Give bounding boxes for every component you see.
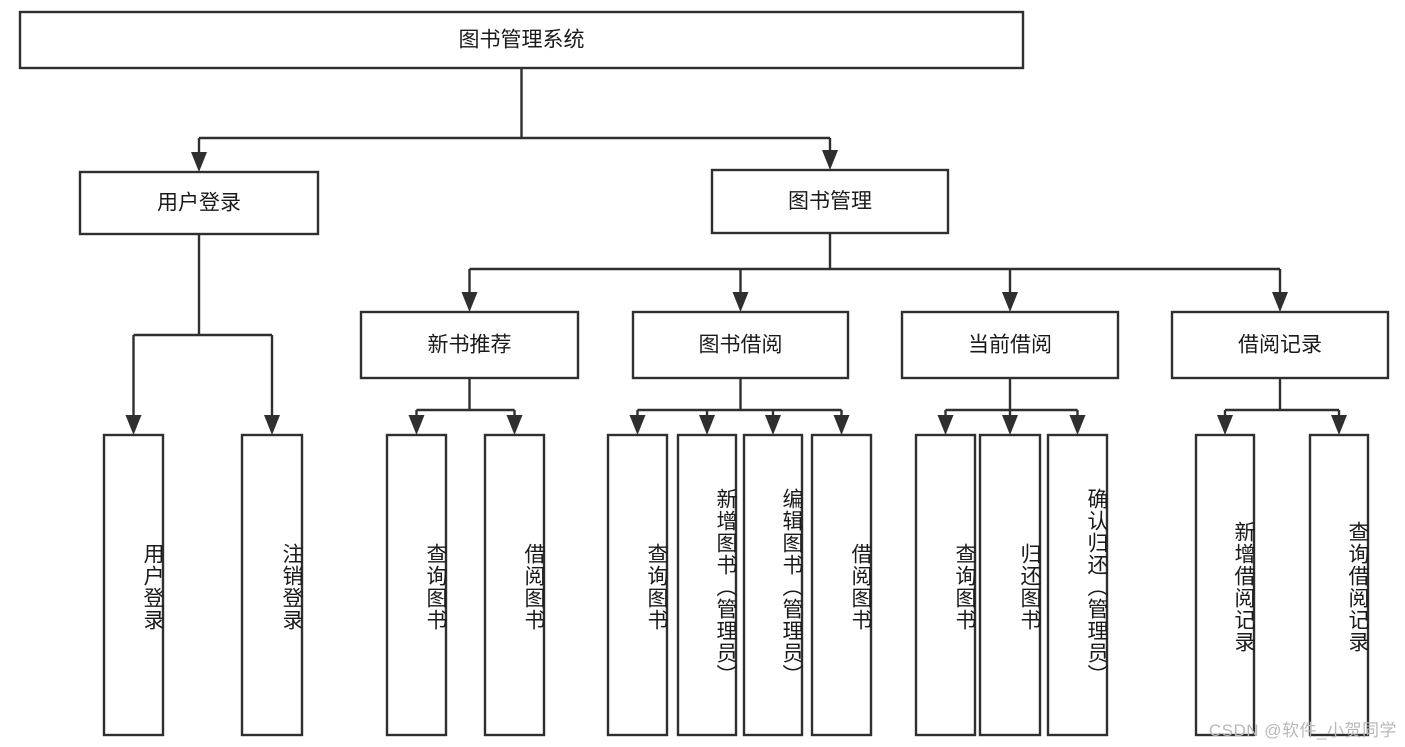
leaf-node-box[interactable] [483, 433, 546, 737]
arrow-to-level3 [461, 292, 478, 312]
level3-node-box[interactable] [1170, 310, 1390, 380]
level3-node-box[interactable] [631, 310, 850, 380]
leaf-node-box[interactable] [914, 433, 977, 737]
leaf-node-box[interactable] [385, 433, 448, 737]
arrow-to-leaf [1217, 415, 1233, 435]
leaf-node-box[interactable] [606, 433, 669, 737]
leaf-node-box[interactable] [1308, 433, 1370, 737]
arrow-to-leaf [765, 415, 781, 435]
arrow-to-leaf [629, 415, 646, 435]
connector-layer [125, 68, 1347, 435]
arrow-to-leaf [699, 415, 715, 435]
node-label: 用户登录 [157, 192, 241, 215]
leaf-node-box[interactable] [676, 433, 738, 737]
arrow-to-leaf [264, 415, 280, 435]
arrow-to-leaf [833, 415, 850, 435]
leaf-node-box[interactable] [742, 433, 804, 737]
arrow-to-leaf [506, 415, 523, 435]
csdn-watermark: CSDN @软件_小贺同学 [1208, 721, 1397, 740]
arrow-to-leaf [937, 415, 954, 435]
node-label: 当前借阅 [968, 334, 1052, 357]
arrow-to-level2 [822, 150, 838, 170]
root-node-box[interactable] [18, 10, 1025, 70]
arrow-to-leaf [125, 415, 142, 435]
arrow-to-leaf [1331, 415, 1347, 435]
leaf-node-box[interactable] [1194, 433, 1256, 737]
level2-node-box[interactable] [78, 170, 320, 236]
node-label: 新书推荐 [428, 334, 512, 357]
leaf-node-box[interactable] [978, 433, 1042, 737]
node-label: 借阅记录 [1238, 334, 1322, 357]
level2-node-box[interactable] [710, 168, 950, 235]
leaf-node-box[interactable] [1046, 433, 1109, 737]
arrow-to-leaf [1069, 415, 1086, 435]
arrow-to-level2 [191, 152, 207, 172]
node-label: 图书借阅 [699, 334, 783, 357]
node-box-layer [18, 10, 1390, 737]
arrow-to-leaf [1002, 415, 1018, 435]
arrow-to-level3 [1002, 292, 1018, 312]
arrow-to-leaf [408, 415, 425, 435]
leaf-node-box[interactable] [240, 433, 304, 737]
level3-node-box[interactable] [900, 310, 1120, 380]
node-label: 图书管理 [788, 190, 872, 213]
leaf-node-box[interactable] [102, 433, 165, 737]
node-label: 图书管理系统 [459, 29, 585, 52]
arrow-to-level3 [1272, 292, 1288, 312]
leaf-node-box[interactable] [810, 433, 873, 737]
arrow-to-level3 [732, 292, 749, 312]
level3-node-box[interactable] [359, 310, 580, 380]
